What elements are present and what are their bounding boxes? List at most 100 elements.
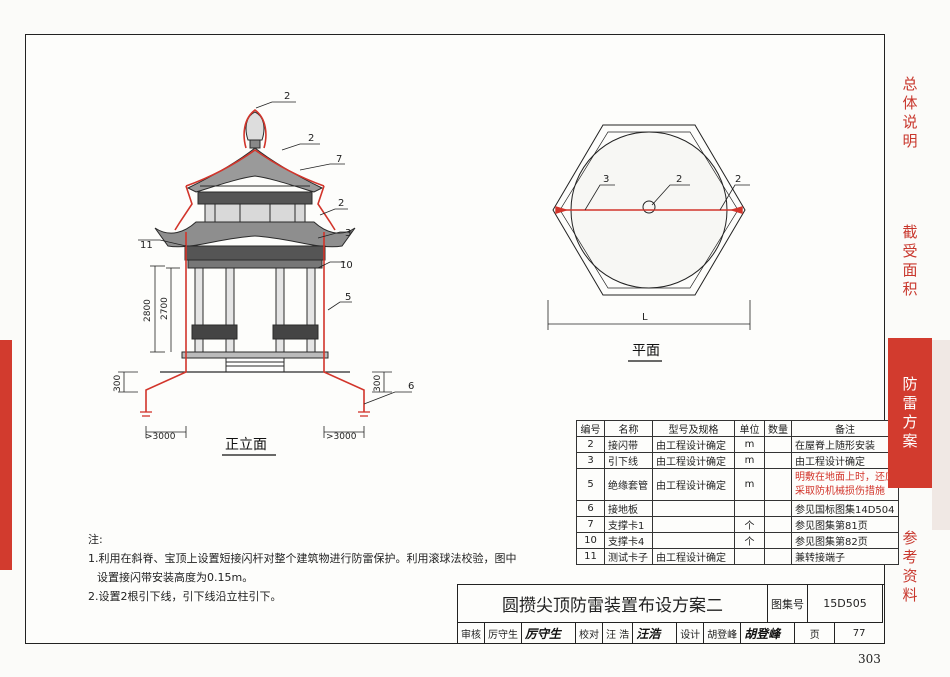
callout-2a: 2 [284, 91, 290, 102]
cell-unit: m [734, 468, 765, 501]
col-header-unit: 单位 [734, 420, 765, 437]
cell-note: 参见图集第82页 [791, 532, 899, 549]
cell-spec: 由工程设计确定 [652, 468, 735, 501]
review-name: 厉守生 [485, 623, 522, 644]
cell-unit [734, 500, 765, 517]
cell-no: 10 [576, 532, 605, 549]
callout-6: 6 [408, 381, 414, 392]
page-no: 77 [852, 628, 866, 639]
cell-qty [764, 548, 792, 565]
left-edge-tab [0, 340, 12, 570]
design-signature: 胡登峰 [741, 623, 796, 644]
tab-general-description[interactable]: 总 体 说 明 [902, 75, 918, 150]
cell-note: 兼转接端子 [791, 548, 899, 565]
elevation-dimensions [118, 265, 392, 438]
plan-leaders [547, 184, 751, 330]
dim-300-left: 300 [113, 375, 123, 392]
cell-name: 绝缘套管 [604, 468, 653, 501]
dim-2800: 2800 [143, 299, 153, 322]
note-line-3: 2.设置2根引下线，引下线沿立柱引下。 [88, 590, 282, 603]
cell-name: 引下线 [604, 452, 653, 469]
cell-name: 接闪带 [604, 436, 653, 453]
cell-unit: m [734, 436, 765, 453]
atlas-label: 图集号 [768, 585, 808, 623]
dim-2700: 2700 [160, 297, 170, 320]
tab-lightning-protection[interactable]: 防 雷 方 案 [888, 338, 932, 488]
cell-unit [734, 548, 765, 565]
cell-no: 11 [576, 548, 605, 565]
plan-title: 平面 [632, 343, 660, 359]
callout-5: 5 [345, 292, 351, 303]
note-line-2: 设置接闪带安装高度为0.15m。 [97, 571, 254, 584]
table-row: 3 引下线 由工程设计确定 m 由工程设计确定 [576, 452, 899, 469]
cell-name: 支撑卡4 [604, 532, 653, 549]
plan-dim-L: L [642, 312, 648, 323]
cell-no: 3 [576, 452, 605, 469]
cell-note-line2: 采取防机械损伤措施 [795, 485, 885, 497]
check-name: 汪 浩 [603, 623, 634, 644]
cell-note: 在屋脊上随形安装 [791, 436, 899, 453]
table-row: 7 支撑卡1 个 参见图集第81页 [576, 516, 899, 533]
cell-name: 支撑卡1 [604, 516, 653, 533]
table-row: 2 接闪带 由工程设计确定 m 在屋脊上随形安装 [576, 436, 899, 453]
cell-no: 6 [576, 500, 605, 517]
cell-note: 参见国标图集14D504 [791, 500, 899, 517]
elevation-drawing [154, 111, 356, 373]
cell-qty [764, 516, 792, 533]
drawing-title: 圆攒尖顶防雷装置布设方案二 [458, 585, 768, 623]
callout-11: 11 [140, 240, 153, 251]
col-header-qty: 数量 [764, 420, 792, 437]
notes-block: 注: 1.利用在斜脊、宝顶上设置短接闪杆对整个建筑物进行防雷保护。利用滚球法校验… [88, 530, 517, 606]
cell-spec [652, 516, 735, 533]
cell-name: 接地板 [604, 500, 653, 517]
cell-no: 2 [576, 436, 605, 453]
design-name: 胡登峰 [704, 623, 742, 644]
plan-callout-2a: 2 [676, 174, 682, 185]
plan-conductor [555, 206, 743, 214]
ground-plates [140, 411, 370, 417]
design-label: 设计 [677, 623, 705, 644]
dim-300-right: 300 [373, 375, 383, 392]
col-header-note: 备注 [791, 420, 899, 437]
elevation-title: 正立面 [225, 437, 267, 453]
table-row: 6 接地板 参见国标图集14D504 [576, 500, 899, 517]
right-edge-tab [932, 340, 950, 530]
note-line-1: 1.利用在斜脊、宝顶上设置短接闪杆对整个建筑物进行防雷保护。利用滚球法校验，图中 [88, 552, 517, 565]
atlas-number: 15D505 [808, 585, 883, 623]
callout-2b: 2 [308, 133, 314, 144]
cell-unit: m [734, 452, 765, 469]
cell-unit: 个 [734, 532, 765, 549]
dim-3000-right: >3000 [326, 432, 357, 442]
cell-spec: 由工程设计确定 [652, 452, 735, 469]
elevation-conductor [145, 109, 365, 412]
cell-qty [764, 532, 792, 549]
cell-note: 由工程设计确定 [791, 452, 899, 469]
cell-qty [764, 452, 792, 469]
cell-note: 明敷在地面上时，还应 采取防机械损伤措施 [791, 468, 899, 501]
page-number: 303 [858, 652, 881, 666]
cell-spec [652, 532, 735, 549]
elevation-dim-labels: 2800 2700 300 300 >3000 >3000 [113, 297, 383, 442]
cell-unit: 个 [734, 516, 765, 533]
table-row: 11 测试卡子 由工程设计确定 兼转接端子 [576, 548, 899, 565]
parts-table: 编号 名称 型号及规格 单位 数量 备注 2 接闪带 由工程设计确定 m 在屋脊… [576, 420, 899, 565]
col-header-spec: 型号及规格 [652, 420, 735, 437]
plan-callout-3: 3 [603, 174, 609, 185]
table-row: 10 支撑卡4 个 参见图集第82页 [576, 532, 899, 549]
cell-qty [764, 500, 792, 517]
check-signature: 汪浩 [633, 623, 678, 644]
cell-note-line1: 明敷在地面上时，还应 [795, 471, 895, 483]
table-header-row: 编号 名称 型号及规格 单位 数量 备注 [576, 420, 899, 437]
callout-7: 7 [336, 154, 342, 165]
cell-note: 参见图集第81页 [791, 516, 899, 533]
cell-spec: 由工程设计确定 [652, 548, 735, 565]
tab-collection-area[interactable]: 截 受 面 积 [902, 223, 918, 298]
cell-qty [764, 468, 792, 501]
cell-no: 5 [576, 468, 605, 501]
table-row: 5 绝缘套管 由工程设计确定 m 明敷在地面上时，还应 采取防机械损伤措施 [576, 468, 899, 501]
signature-row: 审核 厉守生 厉守生 校对 汪 浩 汪浩 设计 胡登峰 胡登峰 页 77 [458, 623, 883, 644]
callout-3: 3 [345, 228, 351, 239]
tab-references[interactable]: 参 考 资 料 [902, 529, 918, 604]
